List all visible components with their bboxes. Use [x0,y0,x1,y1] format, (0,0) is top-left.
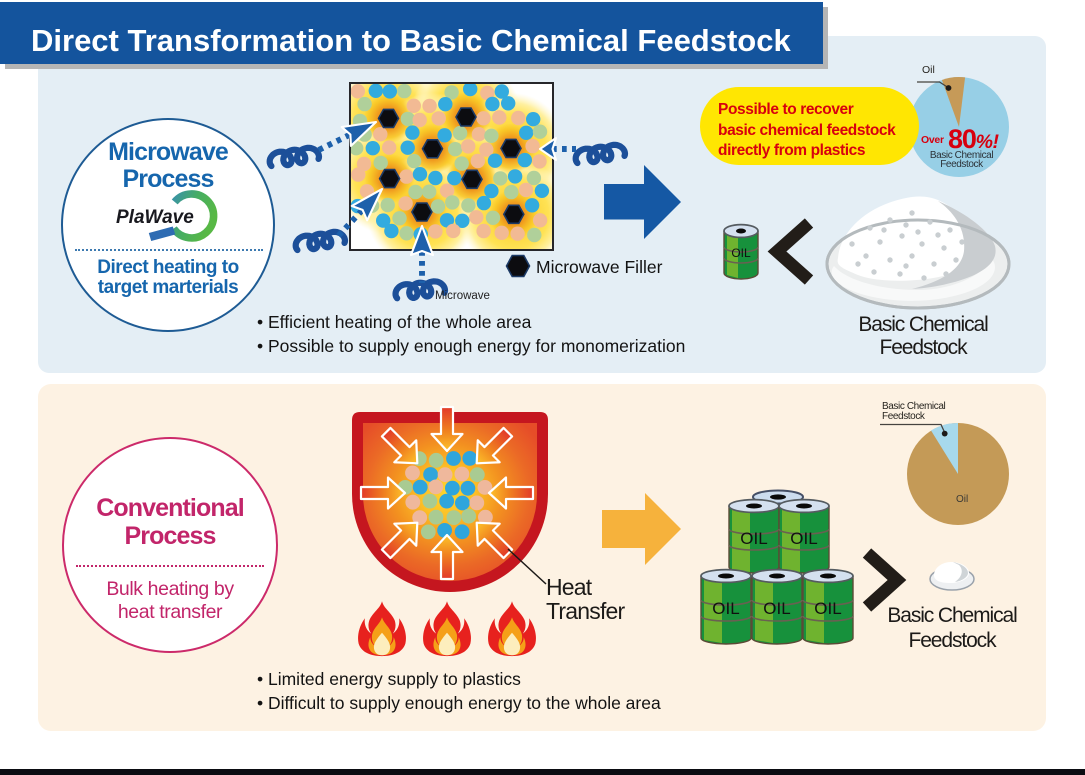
svg-text:OIL: OIL [790,529,817,548]
svg-text:OIL: OIL [731,246,751,260]
svg-text:PlaWave: PlaWave [116,207,194,228]
svg-text:OIL: OIL [763,599,790,618]
svg-text:OIL: OIL [814,599,841,618]
svg-text:OIL: OIL [712,599,739,618]
svg-text:OIL: OIL [740,529,767,548]
